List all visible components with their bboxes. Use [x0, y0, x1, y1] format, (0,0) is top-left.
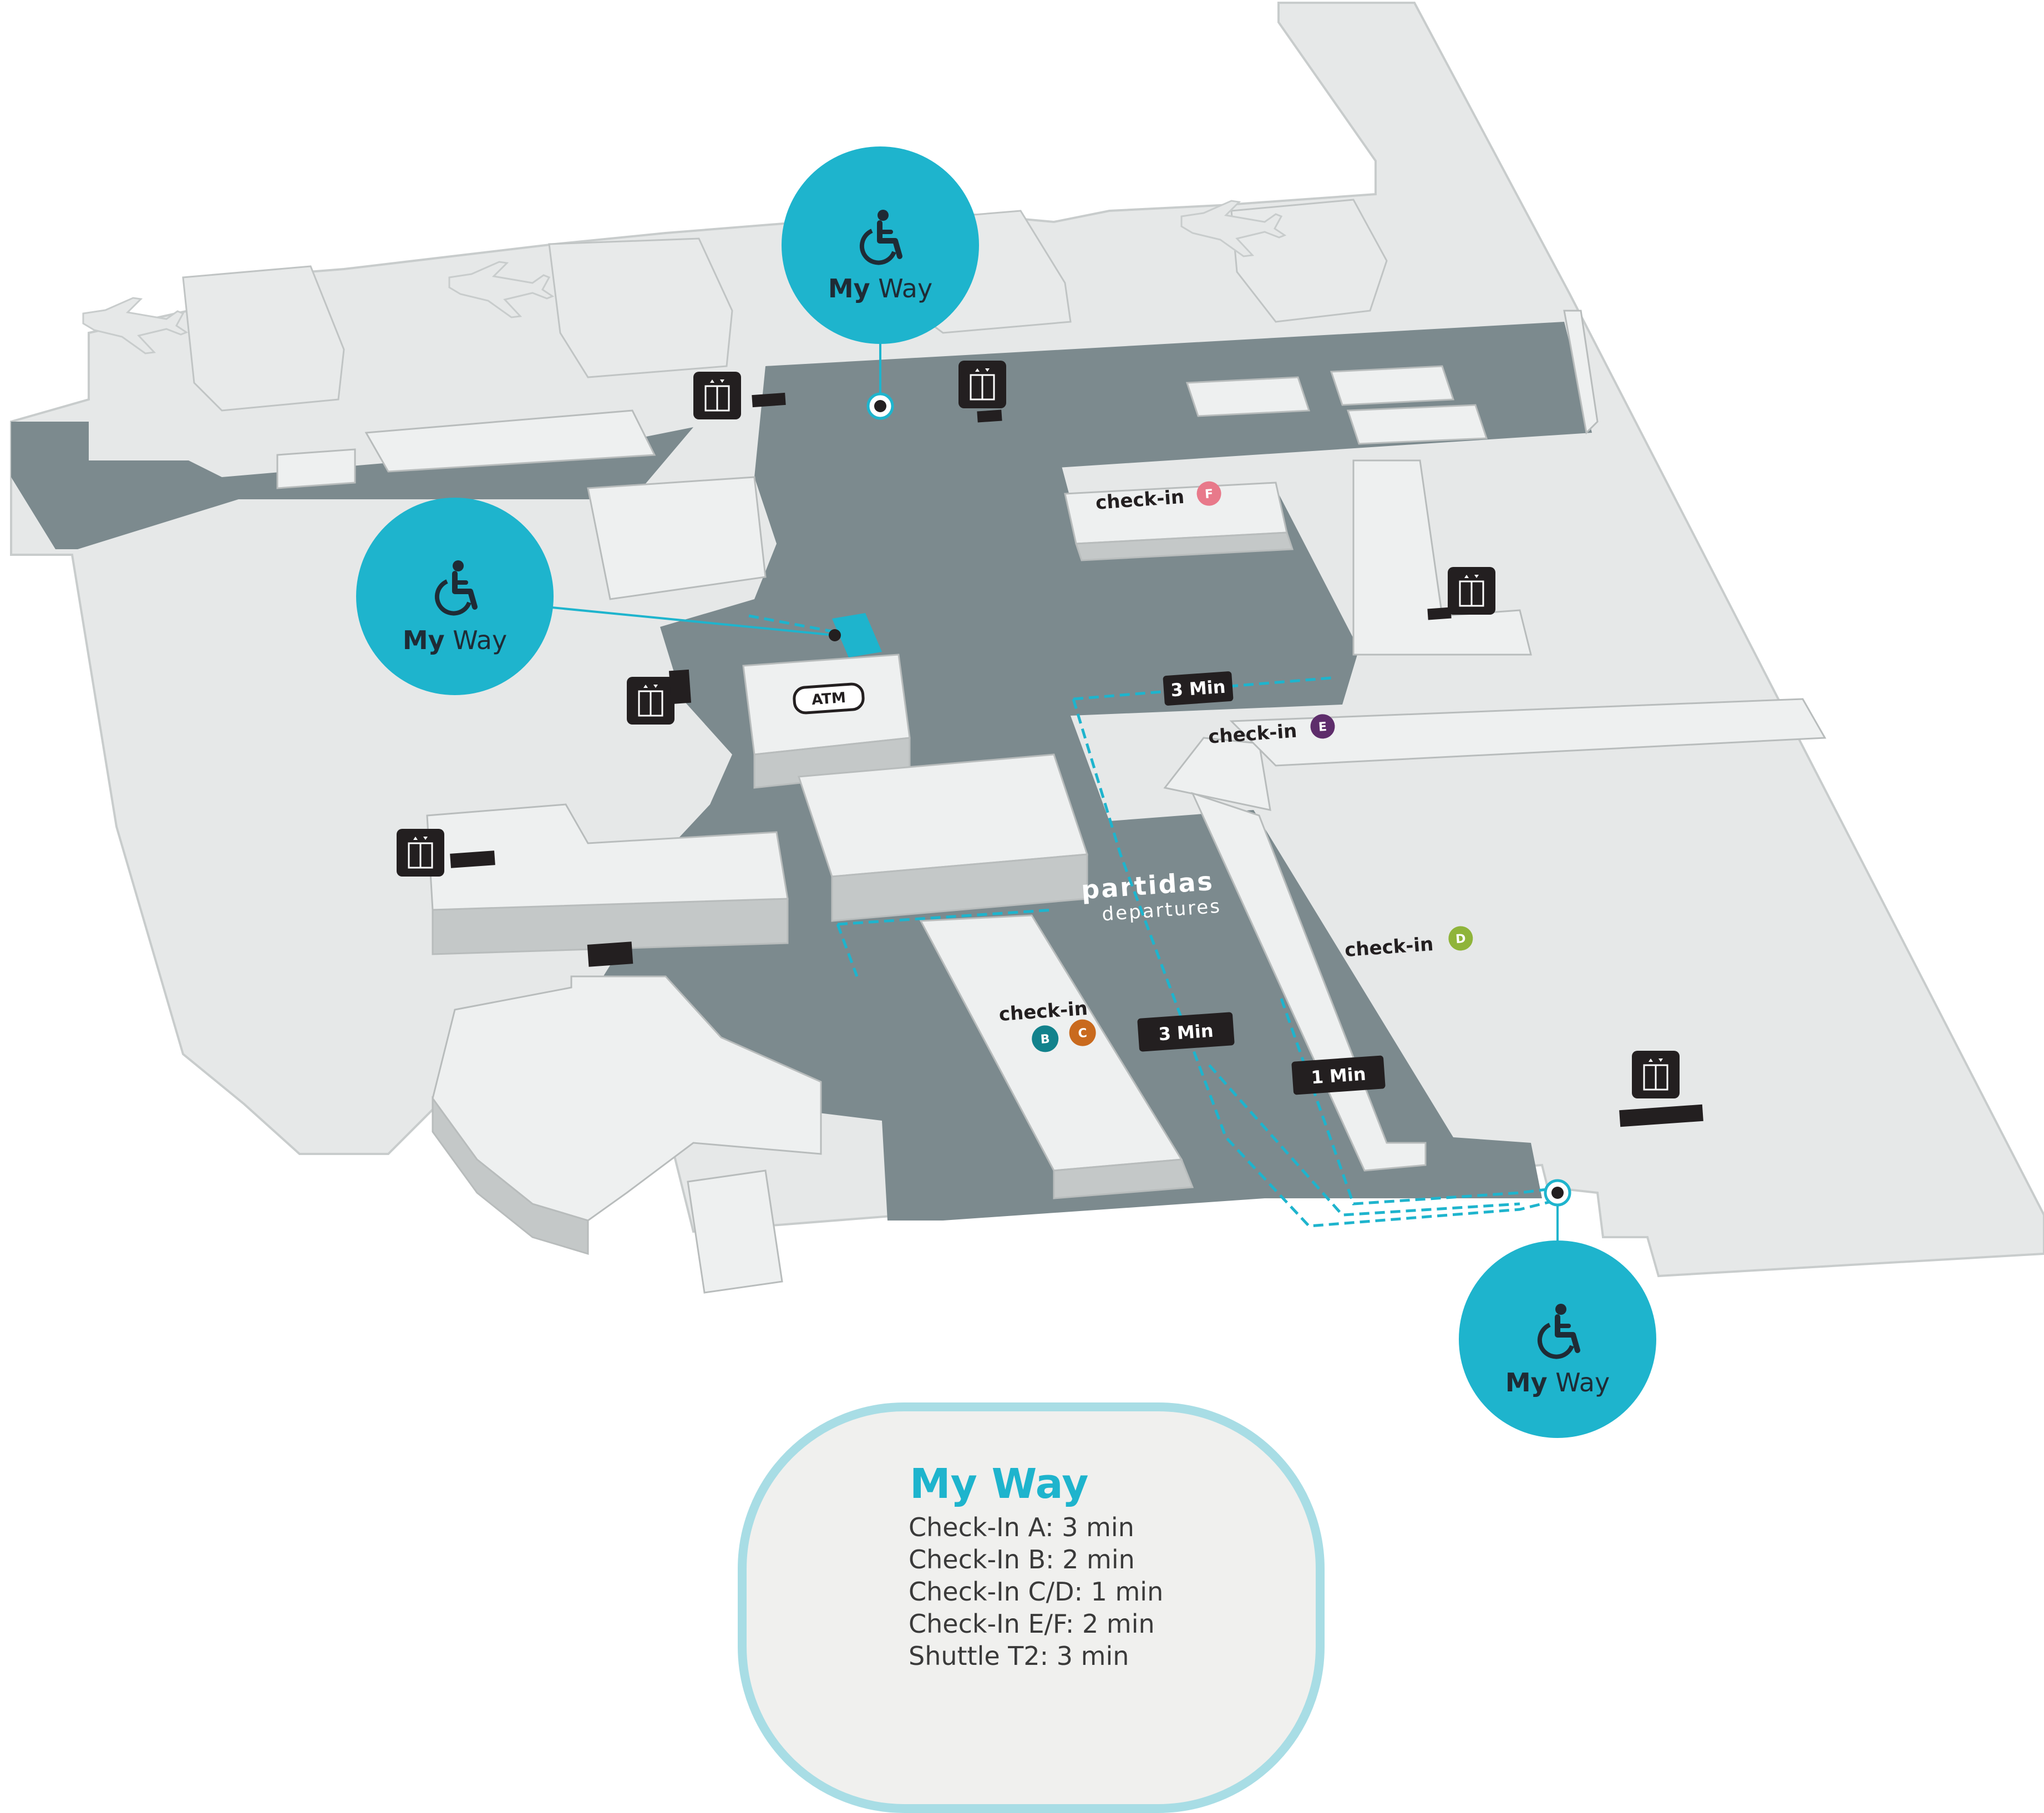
myway-callout-right: My Way	[1459, 1179, 1656, 1438]
svg-text:D: D	[1455, 932, 1466, 946]
service-marks	[450, 392, 1703, 1127]
elevator-icon	[957, 359, 1007, 409]
svg-text:My Way: My Way	[828, 274, 932, 303]
elevator-icon	[626, 676, 676, 726]
elevator-icon	[692, 371, 742, 421]
gate-pier-2	[548, 237, 733, 378]
svg-text:C: C	[1078, 1026, 1088, 1041]
terminal-map: ATM partidas departures 3 Min 3 Min 1 Mi…	[10, 2, 2044, 1438]
svg-text:My Way: My Way	[403, 625, 507, 655]
legend-item: Check-In A: 3 min	[909, 1512, 1134, 1542]
checkin-d-label: check-in D	[1344, 926, 1473, 961]
walk-time-tag-1min: 1 Min	[1291, 1055, 1386, 1095]
elevator-icon	[1631, 1050, 1681, 1100]
atm-sign: ATM	[793, 682, 865, 715]
legend-item: Shuttle T2: 3 min	[909, 1641, 1129, 1671]
gate-pier-1	[182, 265, 345, 412]
myway-legend: My Way Check-In A: 3 min Check-In B: 2 m…	[738, 1402, 1326, 1813]
elevator-icon	[395, 828, 445, 878]
myway-callout-left: My Way	[356, 498, 841, 695]
svg-text:E: E	[1318, 720, 1327, 735]
myway-callout-top: My Way	[782, 146, 979, 420]
legend-title: My Way	[910, 1460, 1089, 1508]
legend-item: Check-In C/D: 1 min	[909, 1577, 1164, 1607]
svg-text:3 Min: 3 Min	[1170, 676, 1226, 701]
legend-item: Check-In B: 2 min	[909, 1544, 1135, 1574]
elevator-icon	[1447, 566, 1497, 616]
legend-panel	[738, 1402, 1325, 1813]
svg-text:3 Min: 3 Min	[1158, 1020, 1214, 1045]
legend-item: Check-In E/F: 2 min	[909, 1609, 1155, 1639]
svg-text:1 Min: 1 Min	[1310, 1064, 1366, 1088]
building-blocks	[276, 310, 1827, 1294]
walk-time-tag-3min-bottom: 3 Min	[1137, 1012, 1235, 1052]
svg-text:F: F	[1204, 487, 1214, 502]
svg-text:B: B	[1040, 1032, 1050, 1047]
walk-time-tag-3min-top: 3 Min	[1163, 671, 1234, 706]
legend-list: Check-In A: 3 min Check-In B: 2 min Chec…	[909, 1511, 1163, 1672]
svg-text:My Way: My Way	[1505, 1368, 1610, 1397]
svg-text:ATM: ATM	[811, 690, 846, 708]
